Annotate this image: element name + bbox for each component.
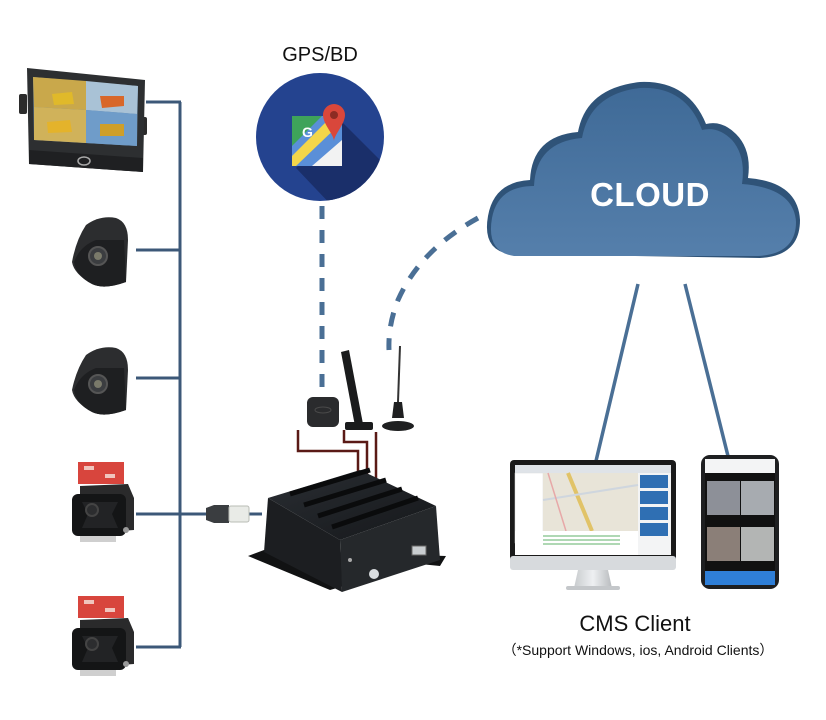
- smartphone-icon: [701, 455, 779, 589]
- cable-connector-icon: [206, 505, 250, 523]
- desktop-icon: [510, 460, 676, 590]
- map-pin-icon: G: [292, 104, 345, 166]
- camera-bus: [136, 100, 262, 649]
- mdvr-icon: [248, 467, 446, 592]
- lte-antenna-icon: [341, 350, 373, 430]
- gps-badge: G: [256, 73, 384, 201]
- cms-support-note: （*Support Windows, ios, Android Clients）: [502, 642, 774, 658]
- cms-client-label: CMS Client: [579, 611, 691, 636]
- cloud-icon: [486, 81, 800, 258]
- antenna-cables: [296, 430, 378, 480]
- gps-antenna-icon: [307, 397, 339, 427]
- cloud-phone-link: [683, 283, 730, 457]
- svg-text:G: G: [302, 124, 313, 140]
- side-camera-icon-1: [72, 217, 128, 287]
- cloud-link: [386, 215, 480, 351]
- mini-camera-icon-2: [72, 596, 134, 676]
- cloud-label: CLOUD: [590, 176, 710, 213]
- gps-label: GPS/BD: [282, 44, 358, 66]
- monitor-icon: [19, 68, 147, 172]
- mini-camera-icon-1: [72, 462, 134, 542]
- cloud-desktop-link: [594, 283, 640, 462]
- side-camera-icon-2: [72, 347, 128, 415]
- wifi-antenna-icon: [382, 345, 414, 431]
